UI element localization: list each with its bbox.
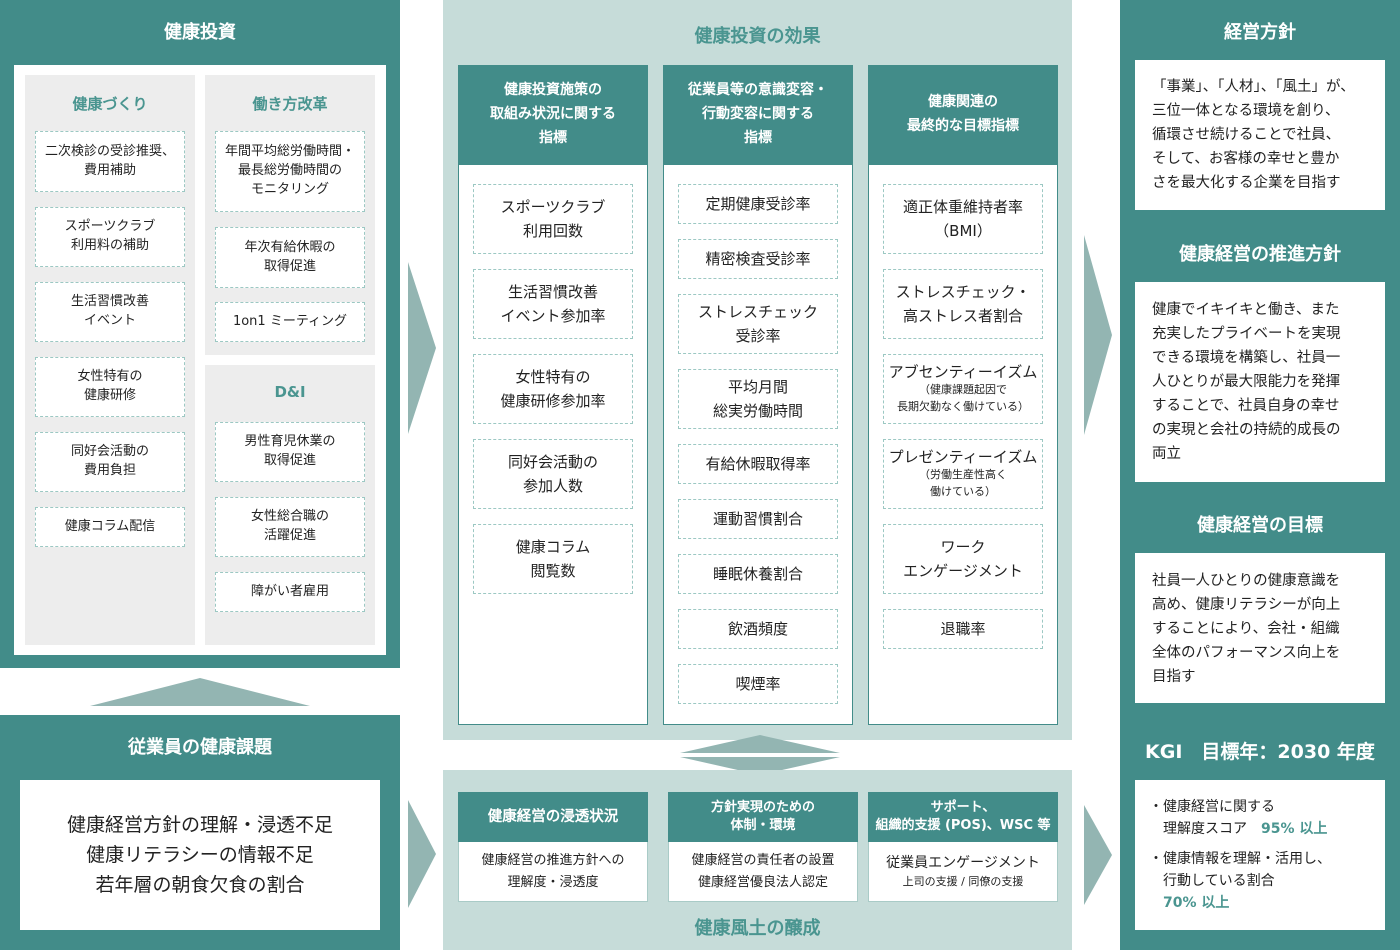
investment-item: 1on1 ミーティング <box>215 302 365 342</box>
panel-title: 健康投資 <box>164 22 236 43</box>
kgi-item-text: ・健康経営に関する 理解度スコア <box>1149 799 1275 837</box>
investment-item: 女性総合職の 活躍促進 <box>215 497 365 557</box>
indicator-item: スポーツクラブ 利用回数 <box>473 184 633 254</box>
column-header: 健康投資施策の 取組み状況に関する 指標 <box>458 65 648 165</box>
indicator-item: 有給休暇取得率 <box>678 444 838 484</box>
investment-item: 健康コラム配信 <box>35 507 185 547</box>
section-title: 経営方針 <box>1224 22 1296 43</box>
indicator-item: 睡眠休養割合 <box>678 554 838 594</box>
culture-header: サポート、 組織的支援 (POS)、WSC 等 <box>868 792 1058 842</box>
right-arrow-icon <box>1084 805 1112 905</box>
indicator-item: 退職率 <box>883 609 1043 649</box>
investment-item: 女性特有の 健康研修 <box>35 357 185 417</box>
panel-title: 従業員の健康課題 <box>128 737 272 758</box>
health-issues-panel: 従業員の健康課題 健康経営方針の理解・浸透不足 健康リテラシーの情報不足 若年層… <box>0 715 400 950</box>
kgi-item-value: 70% 以上 <box>1163 895 1230 911</box>
column-header: 健康関連の 最終的な目標指標 <box>868 65 1058 165</box>
indicator-item: ワーク エンゲージメント <box>883 524 1043 594</box>
indicator-item: 運動習慣割合 <box>678 499 838 539</box>
column-header: 従業員等の意識変容・ 行動変容に関する 指標 <box>663 65 853 165</box>
panel-title: 健康投資の効果 <box>694 26 821 47</box>
double-arrow-icon <box>680 735 840 775</box>
indicator-item: プレゼンティーイズム （労働生産性高く 働けている） <box>883 439 1043 509</box>
indicator-item: 同好会活動の 参加人数 <box>473 439 633 509</box>
indicator-item: 健康コラム 閲覧数 <box>473 524 633 594</box>
investment-item: 男性育児休業の 取得促進 <box>215 422 365 482</box>
kgi-item-value: 95% 以上 <box>1261 821 1328 837</box>
investment-item: 年次有給休暇の 取得促進 <box>215 227 365 288</box>
up-arrow-icon <box>90 678 310 706</box>
culture-body-sub: 上司の支援 / 同僚の支援 <box>902 874 1024 888</box>
policy-text: 「事業」、「人材」、「風土」が、 三位一体となる環境を創り、 循環させ続けること… <box>1152 79 1355 191</box>
section-body: 社員一人ひとりの健康意識を 高め、健康リテラシーが向上 することにより、会社・組… <box>1135 553 1385 703</box>
culture-body: 健康経営の責任者の設置 健康経営優良法人認定 <box>668 842 858 902</box>
kgi-item-text: ・健康情報を理解・活用し、 行動している割合 <box>1149 851 1331 889</box>
indicator-item: 適正体重維持者率 （BMI） <box>883 184 1043 254</box>
culture-body: 健康経営の推進方針への 理解度・浸透度 <box>458 842 648 902</box>
management-panel: 経営方針 「事業」、「人材」、「風土」が、 三位一体となる環境を創り、 循環させ… <box>1120 0 1400 950</box>
indicator-item: 定期健康受診率 <box>678 184 838 224</box>
indicator-label: プレゼンティーイズム <box>888 447 1038 466</box>
culture-header: 健康経営の浸透状況 <box>458 792 648 842</box>
issues-text: 健康経営方針の理解・浸透不足 健康リテラシーの情報不足 若年層の朝食欠食の割合 <box>20 780 380 930</box>
culture-body: 従業員エンゲージメント 上司の支援 / 同僚の支援 <box>868 842 1058 902</box>
culture-header: 方針実現のための 体制・環境 <box>668 792 858 842</box>
section-body: 「事業」、「人材」、「風土」が、 三位一体となる環境を創り、 循環させ続けること… <box>1135 60 1385 210</box>
investment-item: 年間平均総労働時間・ 最長総労働時間の モニタリング <box>215 131 365 212</box>
column-title: 働き方改革 <box>252 95 328 113</box>
indicator-item: ストレスチェック 受診率 <box>678 294 838 354</box>
investment-item: 生活習慣改善 イベント <box>35 282 185 342</box>
indicator-item: ストレスチェック・ 高ストレス者割合 <box>883 269 1043 339</box>
kgi-item: ・健康経営に関する 理解度スコア 95% 以上 <box>1149 796 1327 840</box>
indicator-item: 喫煙率 <box>678 664 838 704</box>
indicator-note: （健康課題起因で 長期欠勤なく働けている） <box>897 383 1029 413</box>
indicator-note: （労働生産性高く 働けている） <box>919 468 1007 498</box>
indicator-item: 精密検査受診率 <box>678 239 838 279</box>
column-title: D&I <box>274 383 306 401</box>
section-title: 健康経営の目標 <box>1197 515 1323 536</box>
investment-item: 二次検診の受診推奨、 費用補助 <box>35 131 185 192</box>
promotion-text: 健康でイキイキと働き、また 充実したプライベートを実現 できる環境を構築し、社員… <box>1152 302 1341 462</box>
panel-title: 健康風土の醸成 <box>694 918 821 939</box>
section-title: KGI 目標年：2030 年度 <box>1145 741 1375 763</box>
indicator-label: アブセンティーイズム <box>888 362 1038 381</box>
right-arrow-icon <box>1084 235 1112 435</box>
right-arrow-icon <box>408 800 436 908</box>
indicator-item: 生活習慣改善 イベント参加率 <box>473 269 633 339</box>
indicator-item: 女性特有の 健康研修参加率 <box>473 354 633 424</box>
indicator-item: アブセンティーイズム （健康課題起因で 長期欠勤なく働けている） <box>883 354 1043 424</box>
investment-item: 障がい者雇用 <box>215 572 365 612</box>
investment-item: 同好会活動の 費用負担 <box>35 432 185 492</box>
section-body: 健康でイキイキと働き、また 充実したプライベートを実現 できる環境を構築し、社員… <box>1135 282 1385 482</box>
section-body: ・健康経営に関する 理解度スコア 95% 以上 ・健康情報を理解・活用し、 行動… <box>1135 780 1385 930</box>
culture-body-main: 従業員エンゲージメント <box>886 854 1040 871</box>
goal-text: 社員一人ひとりの健康意識を 高め、健康リテラシーが向上 することにより、会社・組… <box>1152 573 1341 685</box>
indicator-item: 飲酒頻度 <box>678 609 838 649</box>
kgi-item: ・健康情報を理解・活用し、 行動している割合 70% 以上 <box>1149 848 1331 914</box>
investment-item: スポーツクラブ 利用料の補助 <box>35 207 185 267</box>
right-arrow-icon <box>408 262 436 434</box>
section-title: 健康経営の推進方針 <box>1179 244 1341 265</box>
column-title: 健康づくり <box>72 95 148 113</box>
indicator-item: 平均月間 総実労働時間 <box>678 369 838 429</box>
